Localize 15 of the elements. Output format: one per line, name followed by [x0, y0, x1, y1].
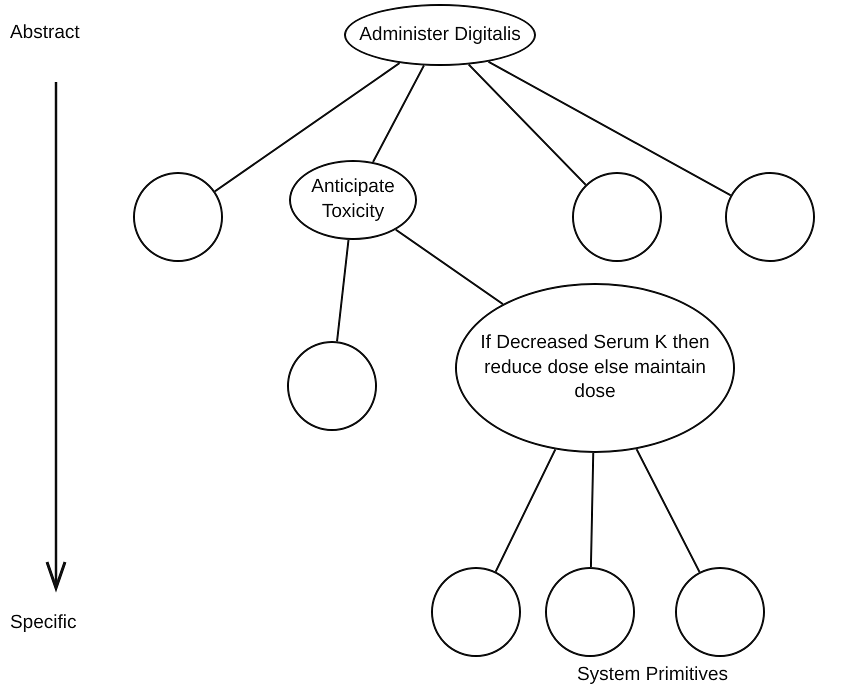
connector-line: [468, 64, 586, 186]
connector-line: [336, 240, 350, 342]
text-label: Specific: [10, 612, 77, 634]
connector-line: [214, 62, 400, 192]
connector-line: [488, 60, 732, 196]
node-label: Administer Digitalis: [359, 22, 521, 47]
connector-line: [494, 449, 556, 572]
text-label: Abstract: [10, 22, 80, 44]
connector-line: [636, 448, 700, 572]
node-label: Anticipate Toxicity: [310, 175, 396, 224]
connector-line: [372, 65, 425, 162]
text-label: System Primitives: [577, 664, 728, 686]
connector-line: [590, 452, 594, 568]
node-label: If Decreased Serum K then reduce dose else maintain dose: [480, 330, 710, 404]
connector-line: [395, 228, 504, 305]
